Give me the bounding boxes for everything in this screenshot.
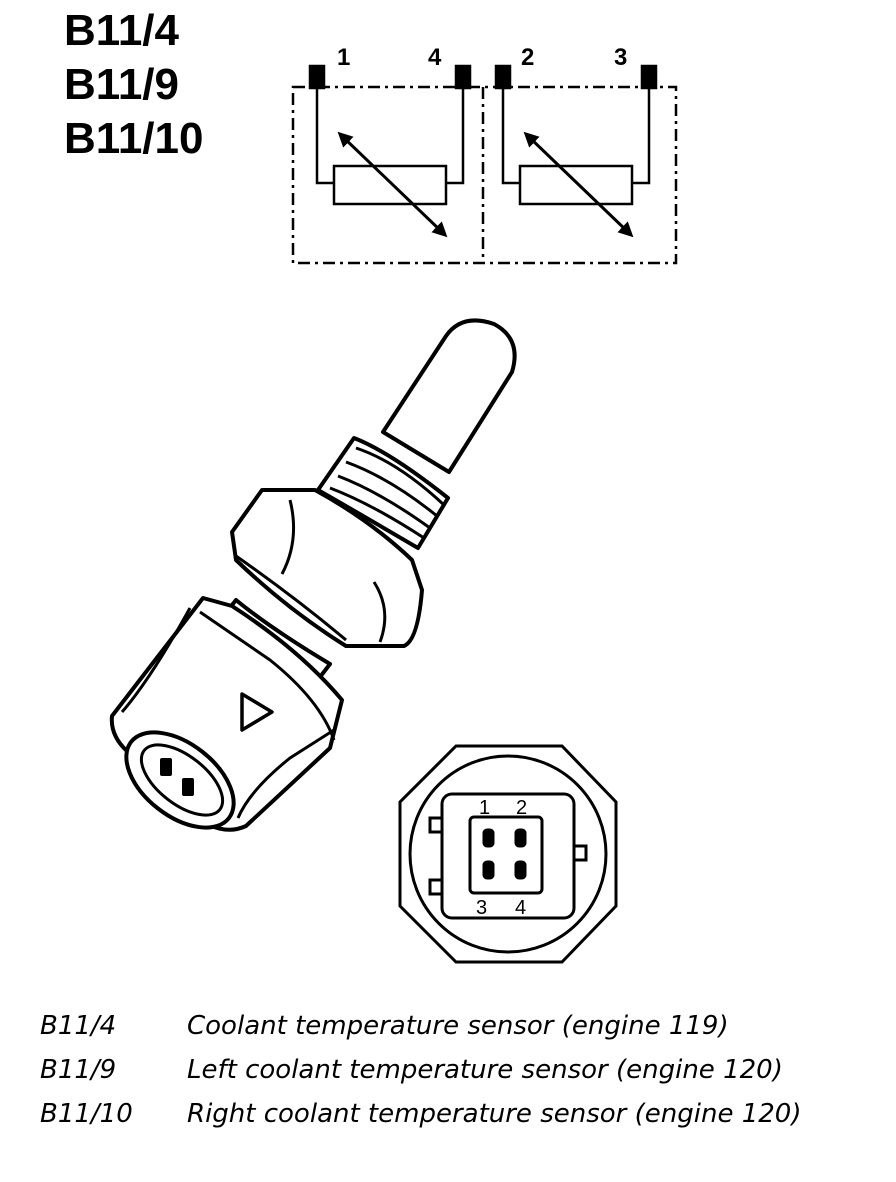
pin-socket (482, 860, 495, 880)
component-code: B11/4 (64, 6, 179, 55)
connector-face-view (398, 744, 618, 964)
component-code: B11/10 (64, 114, 204, 163)
latch-tab (572, 844, 588, 862)
sensor-housing-outline (291, 85, 678, 265)
wire (446, 88, 465, 185)
connector-plug-edge (120, 607, 192, 713)
face-pin-label: 2 (516, 797, 527, 819)
thermistor-right (518, 164, 634, 206)
thermistor-left (332, 164, 448, 206)
pin-label: 2 (521, 44, 534, 71)
plug-pin (160, 758, 172, 776)
legend-description: Left coolant temperature sensor (engine … (187, 1055, 783, 1085)
pin-label: 3 (614, 44, 627, 71)
variable-arrow (523, 131, 634, 238)
face-pin-label: 3 (476, 897, 487, 919)
triangle-mark-icon (240, 692, 274, 732)
wire (501, 88, 520, 185)
pin-socket (514, 860, 527, 880)
latch-tab (428, 816, 444, 834)
wire (632, 88, 651, 185)
hex-nut-face (280, 499, 296, 575)
component-code-list: B11/4 B11/9 B11/10 (64, 4, 203, 166)
pin-terminal (494, 64, 512, 90)
pin-label: 1 (337, 44, 350, 71)
plug-pin (182, 778, 194, 796)
sensor-probe (381, 318, 517, 474)
connector-plug-edge (199, 610, 336, 741)
pin-terminal (640, 64, 658, 90)
connector-pin-block (468, 815, 544, 895)
component-code: B11/9 (64, 60, 179, 109)
face-pin-label: 4 (515, 897, 526, 919)
hex-nut (230, 488, 424, 648)
thread-lines (329, 446, 446, 540)
housing-ring (408, 754, 608, 954)
sensor-body-illustration (109, 318, 517, 832)
legend-description: Right coolant temperature sensor (engine… (187, 1099, 802, 1129)
legend-code: B11/9 (40, 1055, 117, 1085)
face-pin-label: 1 (479, 797, 490, 819)
legend-description: Coolant temperature sensor (engine 119) (187, 1011, 729, 1041)
pin-terminal (308, 64, 326, 90)
latch-tab (428, 878, 444, 896)
legend-row: B11/9 Left coolant temperature sensor (e… (40, 1048, 801, 1092)
legend: B11/4 Coolant temperature sensor (engine… (40, 1004, 801, 1136)
connector-plug-edge (236, 728, 335, 819)
variable-arrow (337, 131, 448, 238)
wire (315, 88, 334, 185)
connector-socket (440, 792, 576, 920)
wiring-schematic (291, 64, 678, 265)
hex-nut-face (235, 554, 347, 642)
pin-socket (514, 828, 527, 848)
pin-label: 4 (428, 44, 442, 71)
legend-row: B11/4 Coolant temperature sensor (engine… (40, 1004, 801, 1048)
legend-code: B11/4 (40, 1011, 117, 1041)
octagon-outline (398, 744, 618, 964)
legend-code: B11/10 (40, 1099, 133, 1129)
sensor-diagram: 1 4 2 3 (109, 44, 678, 964)
pin-socket (482, 828, 495, 848)
hex-nut-face (372, 581, 387, 643)
pin-terminal (454, 64, 472, 90)
legend-row: B11/10 Right coolant temperature sensor … (40, 1092, 801, 1136)
